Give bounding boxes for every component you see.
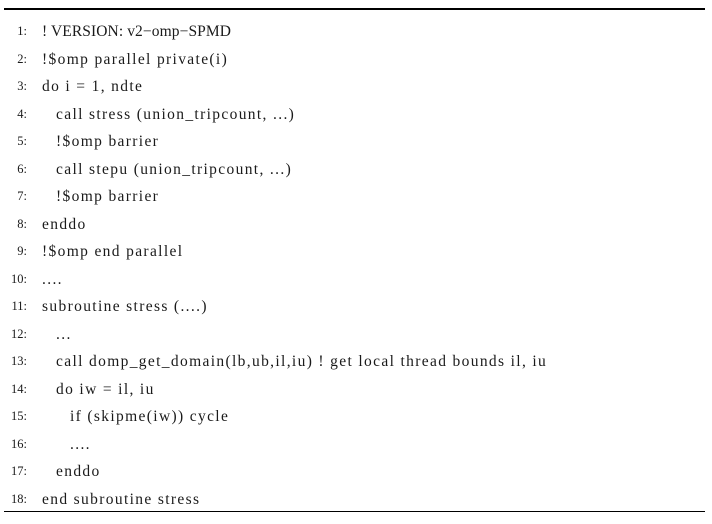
code-line: 16:.... [0, 431, 712, 459]
code-line: 12:... [0, 321, 712, 349]
code-line: 11: subroutine stress (....) [0, 293, 712, 321]
bottom-rule [4, 511, 705, 512]
line-code: .... [42, 270, 63, 288]
line-code: !$omp barrier [56, 133, 160, 150]
line-code: call domp_get_domain(lb,ub,il,iu) ! get … [56, 353, 548, 370]
line-number: 15: [11, 409, 27, 423]
code-line: 2: !$omp parallel private(i) [0, 46, 712, 74]
code-line: 8: enddo [0, 211, 712, 239]
line-code: subroutine stress (....) [42, 298, 208, 315]
line-code: end subroutine stress [42, 490, 201, 508]
line-code: do iw = il, iu [56, 380, 155, 398]
line-code: enddo [42, 215, 87, 233]
code-line: 7: !$omp barrier [0, 183, 712, 211]
code-line: 4: call stress (union_tripcount, ...) [0, 101, 712, 129]
line-code: do i = 1, ndte [42, 78, 144, 95]
line-code: call stepu (union_tripcount, ...) [56, 160, 293, 178]
line-code: if (skipme(iw)) cycle [70, 408, 230, 425]
line-number: 7: [17, 189, 27, 203]
line-number: 6: [17, 161, 27, 176]
line-number: 5: [17, 134, 27, 148]
line-code: !$omp parallel private(i) [42, 50, 229, 68]
line-number: 11: [11, 299, 27, 313]
code-line: 6: call stepu (union_tripcount, ...) [0, 156, 712, 184]
line-code: .... [70, 435, 91, 453]
line-code: ! VERSION: v2−omp−SPMD [42, 23, 232, 40]
line-number: 3: [17, 79, 27, 93]
line-number: 1: [17, 24, 27, 38]
code-line: 10:.... [0, 266, 712, 294]
code-line: 5: !$omp barrier [0, 128, 712, 156]
line-number: 4: [17, 106, 27, 121]
code-line: 15: if (skipme(iw)) cycle [0, 403, 712, 431]
code-listing-body: 1: ! VERSION: v2−omp−SPMD 2: !$omp parallel… [0, 18, 712, 513]
code-line: 13: call domp_get_domain(lb,ub,il,iu) ! g… [0, 348, 712, 376]
line-number: 13: [11, 354, 27, 368]
line-number: 8: [17, 216, 27, 231]
line-number: 12: [11, 326, 27, 341]
code-line: 18: end subroutine stress [0, 486, 712, 514]
top-rule [4, 8, 705, 10]
line-code: ... [56, 325, 72, 343]
line-number: 2: [17, 51, 27, 66]
code-line: 9: !$omp end parallel [0, 238, 712, 266]
code-line: 14: do iw = il, iu [0, 376, 712, 404]
line-code: !$omp end parallel [42, 243, 184, 260]
line-number: 9: [17, 244, 27, 258]
line-number: 14: [11, 381, 27, 396]
line-number: 16: [11, 436, 27, 451]
line-code: call stress (union_tripcount, ...) [56, 105, 296, 123]
code-line: 3: do i = 1, ndte [0, 73, 712, 101]
code-line: 17: enddo [0, 458, 712, 486]
line-number: 18: [11, 491, 27, 506]
line-code: !$omp barrier [56, 188, 160, 205]
line-code: enddo [56, 463, 101, 480]
code-line: 1: ! VERSION: v2−omp−SPMD [0, 18, 712, 46]
line-number: 10: [11, 271, 27, 286]
line-number: 17: [11, 464, 27, 478]
